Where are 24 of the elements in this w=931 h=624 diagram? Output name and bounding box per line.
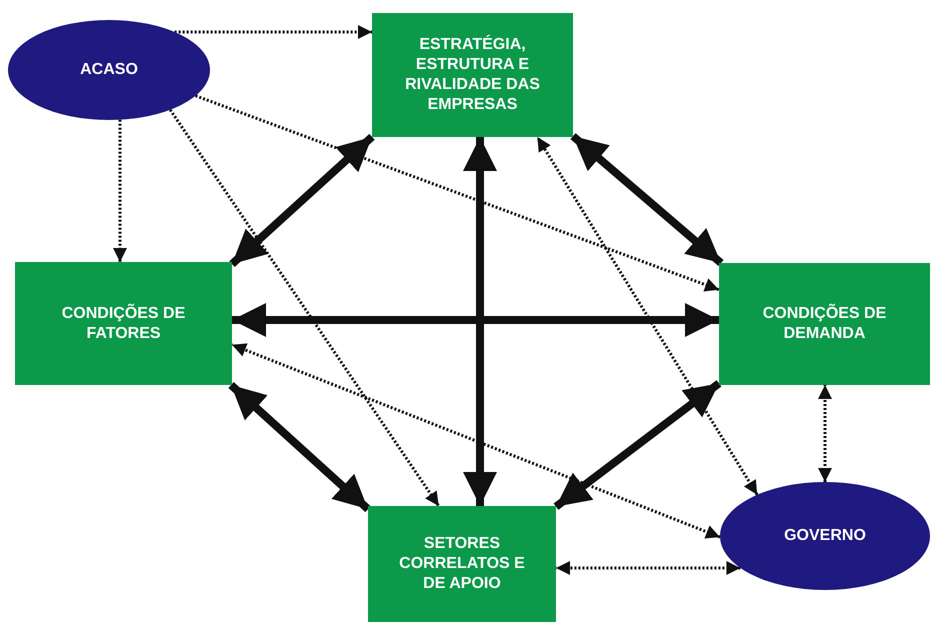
node-label: CONDIÇÕES DE FATORES [60, 304, 186, 344]
factor-box [15, 262, 232, 385]
factor-box [372, 13, 573, 137]
dotted-arrow [536, 136, 758, 496]
node-label: SETORES CORRELATOS E DE APOIO [398, 534, 526, 594]
dotted-arrow [195, 94, 720, 292]
node-label: ESTRATÉGIA, ESTRUTURA E RIVALIDADE DAS EMPRESAS [404, 35, 541, 115]
arrow [463, 137, 497, 506]
arrow [554, 380, 722, 510]
dotted-arrow [818, 385, 832, 482]
factor-box [719, 263, 930, 385]
arrow [570, 133, 724, 266]
dotted-arrow [168, 108, 440, 507]
node-label: CONDIÇÕES DE DEMANDA [762, 304, 888, 344]
arrow [232, 303, 719, 337]
arrow [229, 134, 375, 268]
dotted-arrow [556, 561, 740, 575]
factor-box [368, 506, 556, 622]
dotted-arrow [113, 120, 127, 262]
dotted-arrow [231, 343, 721, 539]
arrow [228, 382, 371, 512]
dotted-arrow [174, 25, 372, 39]
node-label: GOVERNO [783, 526, 867, 546]
node-label: ACASO [79, 60, 139, 80]
